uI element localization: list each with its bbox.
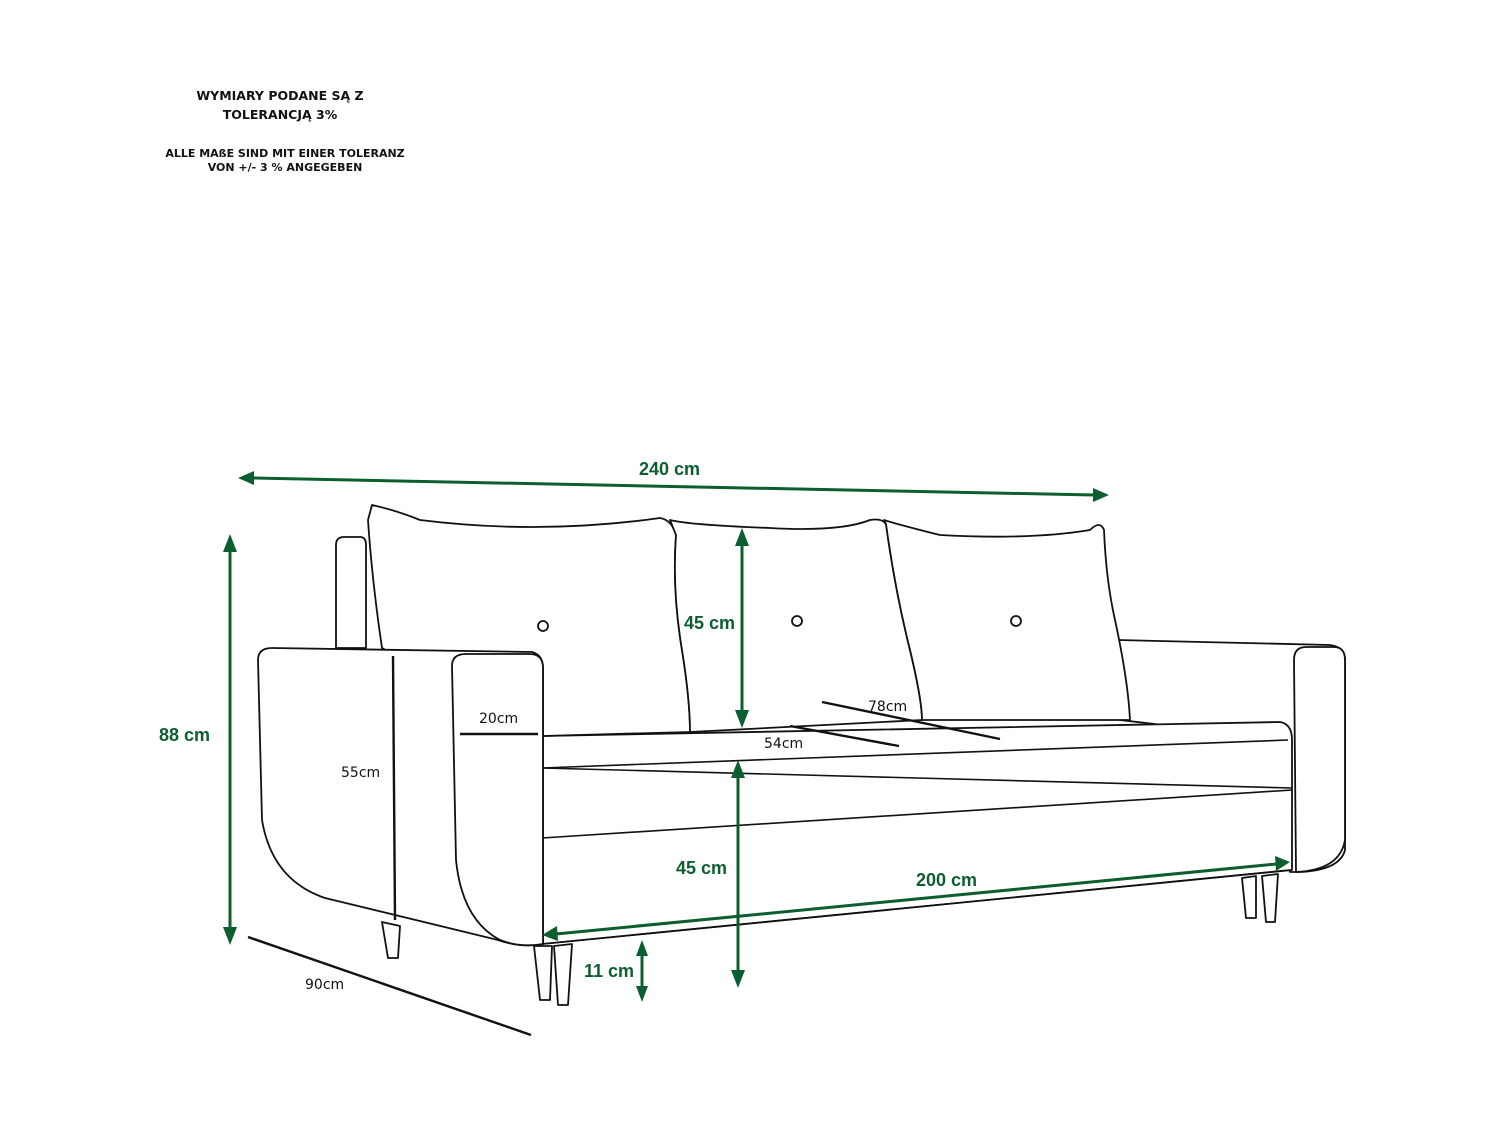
arrow-head-left [542, 926, 558, 941]
cushion-button-right [1010, 615, 1022, 627]
sleeping-depth-marker [821, 700, 1001, 741]
arrow-head-up [223, 534, 237, 552]
seat-cushion-edge [541, 767, 1293, 789]
leg-height-label: 11 cm [584, 961, 634, 981]
left-armrest-front [451, 653, 544, 947]
arrow-head-up [636, 940, 648, 956]
right-armrest [1293, 646, 1346, 873]
total-width-label: 240 cm [639, 459, 700, 479]
arrow-head-down [223, 927, 237, 945]
tolerance-note-german: ALLE MAßE SIND MIT EINER TOLERANZ VON +/… [130, 147, 440, 174]
back-left-armrest [335, 536, 367, 649]
depth-marker [247, 935, 532, 1037]
leg-front-right-1 [1241, 875, 1257, 919]
leg-front-left-1 [381, 921, 401, 959]
seat-width-label: 200 cm [916, 870, 977, 890]
seat-depth-marker [789, 724, 900, 748]
sleeping-depth-label: 78cm [868, 699, 907, 715]
drawer-line [541, 789, 1293, 839]
armrest-height-label: 55cm [341, 765, 380, 781]
arrow-head-right [1275, 856, 1290, 871]
arrow-head-down [735, 710, 749, 728]
seat-depth-label: 54cm [764, 736, 803, 752]
sofa-outline [257, 504, 1346, 1006]
arrow-head-down [731, 970, 745, 988]
black-dimensions: 20cm 55cm 54cm 78cm 90cm [247, 699, 1001, 1037]
depth-label: 90cm [305, 977, 344, 993]
arrow-head-down [636, 986, 648, 1002]
leg-front-right-2 [1261, 873, 1279, 923]
seat-base [541, 721, 1293, 945]
armrest-height-marker [391, 655, 397, 921]
tolerance-note-polish-line1: WYMIARY PODANE SĄ Z [196, 88, 364, 103]
arrow-head-right [1093, 488, 1109, 502]
arrow-head-left [238, 471, 254, 485]
seat-width-arrow [555, 862, 1277, 936]
arrow-head-up [735, 528, 749, 546]
tolerance-note-polish: WYMIARY PODANE SĄ Z TOLERANCJĄ 3% [150, 86, 410, 124]
armrest-width-label: 20cm [479, 711, 518, 727]
seat-cushion-edge-lower [541, 739, 1289, 769]
back-cushion-right [883, 519, 1131, 721]
green-dimensions: 240 cm 88 cm 45 cm 45 cm 200 cm 11 cm [159, 459, 1290, 1002]
total-height-label: 88 cm [159, 725, 210, 745]
cushion-button-left [537, 620, 549, 632]
leg-front-left-2 [533, 945, 553, 1001]
arrow-head-up [731, 760, 745, 778]
tolerance-note-german-line2: VON +/- 3 % ANGEGEBEN [207, 160, 363, 174]
tolerance-note-polish-line2: TOLERANCJĄ 3% [222, 107, 338, 122]
seat-height-label: 45 cm [676, 858, 727, 878]
leg-front-left-3 [553, 943, 573, 1006]
cushion-height-label: 45 cm [684, 613, 735, 633]
total-width-arrow [251, 476, 1095, 497]
bottom-rail [541, 869, 1291, 945]
tolerance-note-german-line1: ALLE MAßE SIND MIT EINER TOLERANZ [165, 147, 405, 160]
cushion-button-middle [791, 615, 803, 627]
